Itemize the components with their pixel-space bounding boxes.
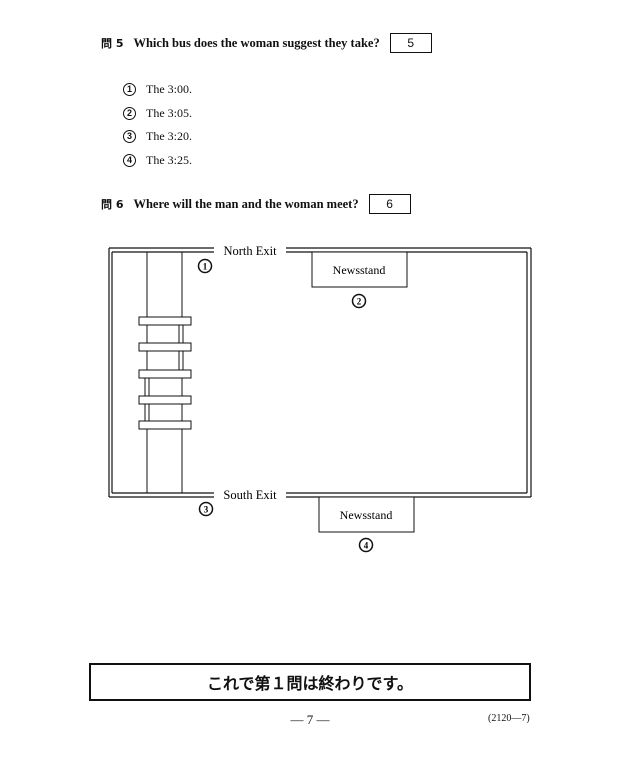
stair-4 xyxy=(138,395,192,405)
option-2-text: The 3:05. xyxy=(146,105,192,120)
stair-connector-2 xyxy=(178,350,184,371)
svg-text:2: 2 xyxy=(357,297,362,307)
option-2-marker: 2 xyxy=(123,106,136,120)
newsstand-bottom-box xyxy=(318,496,415,533)
question-6-text: Where will the man and the woman meet? xyxy=(133,196,359,211)
map-marker-1[interactable]: 1 xyxy=(197,258,213,274)
option-4-text: The 3:25. xyxy=(146,152,192,167)
question-5-text: Which bus does the woman suggest they ta… xyxy=(133,35,380,50)
platform-stairs xyxy=(138,316,192,430)
question-5-label: 問 5 xyxy=(101,37,124,50)
stair-5 xyxy=(138,420,192,430)
option-3-text: The 3:20. xyxy=(146,129,192,144)
newsstand-top-label: Newsstand xyxy=(333,263,386,277)
newsstand-bottom-label: Newsstand xyxy=(340,508,393,522)
question-5-heading: 問 5 Which bus does the woman suggest the… xyxy=(101,33,432,53)
page-number: — 7 — xyxy=(290,712,330,727)
south-exit-label: South Exit xyxy=(223,488,277,502)
stair-2 xyxy=(138,342,192,352)
map-marker-2[interactable]: 2 xyxy=(351,293,367,309)
page-code: (2120—7) xyxy=(488,713,530,724)
stair-1 xyxy=(138,316,192,326)
end-of-section-box: これで第１問は終わりです。 xyxy=(89,663,531,701)
stair-connector-3 xyxy=(144,377,150,397)
answer-box-6[interactable]: 6 xyxy=(368,194,411,214)
svg-text:1: 1 xyxy=(203,262,208,272)
newsstand-top-box xyxy=(311,251,408,288)
question-5-options: 1 The 3:00. 2 The 3:05. 3 The 3:20. 4 Th… xyxy=(123,78,192,172)
platform-tracks xyxy=(146,252,183,493)
stair-3 xyxy=(138,369,192,379)
svg-text:4: 4 xyxy=(364,541,369,551)
question-6-heading: 問 6 Where will the man and the woman mee… xyxy=(101,194,411,214)
north-exit-label: North Exit xyxy=(223,244,277,258)
end-of-section-text: これで第１問は終わりです。 xyxy=(207,674,413,693)
stair-connector-4 xyxy=(144,403,150,422)
question-6-label: 問 6 xyxy=(101,198,124,211)
option-3-marker: 3 xyxy=(123,130,136,144)
option-3[interactable]: 3 The 3:20. xyxy=(123,125,192,149)
option-1-marker: 1 xyxy=(123,83,136,97)
svg-text:3: 3 xyxy=(204,505,209,515)
option-1-text: The 3:00. xyxy=(146,82,192,97)
option-1[interactable]: 1 The 3:00. xyxy=(123,78,192,102)
station-walls xyxy=(108,247,532,498)
map-marker-4[interactable]: 4 xyxy=(358,537,374,553)
stair-connector-1 xyxy=(178,324,184,344)
map-marker-3[interactable]: 3 xyxy=(198,501,214,517)
option-4-marker: 4 xyxy=(123,153,136,167)
option-2[interactable]: 2 The 3:05. xyxy=(123,102,192,126)
answer-box-5[interactable]: 5 xyxy=(389,33,432,53)
option-4[interactable]: 4 The 3:25. xyxy=(123,149,192,173)
